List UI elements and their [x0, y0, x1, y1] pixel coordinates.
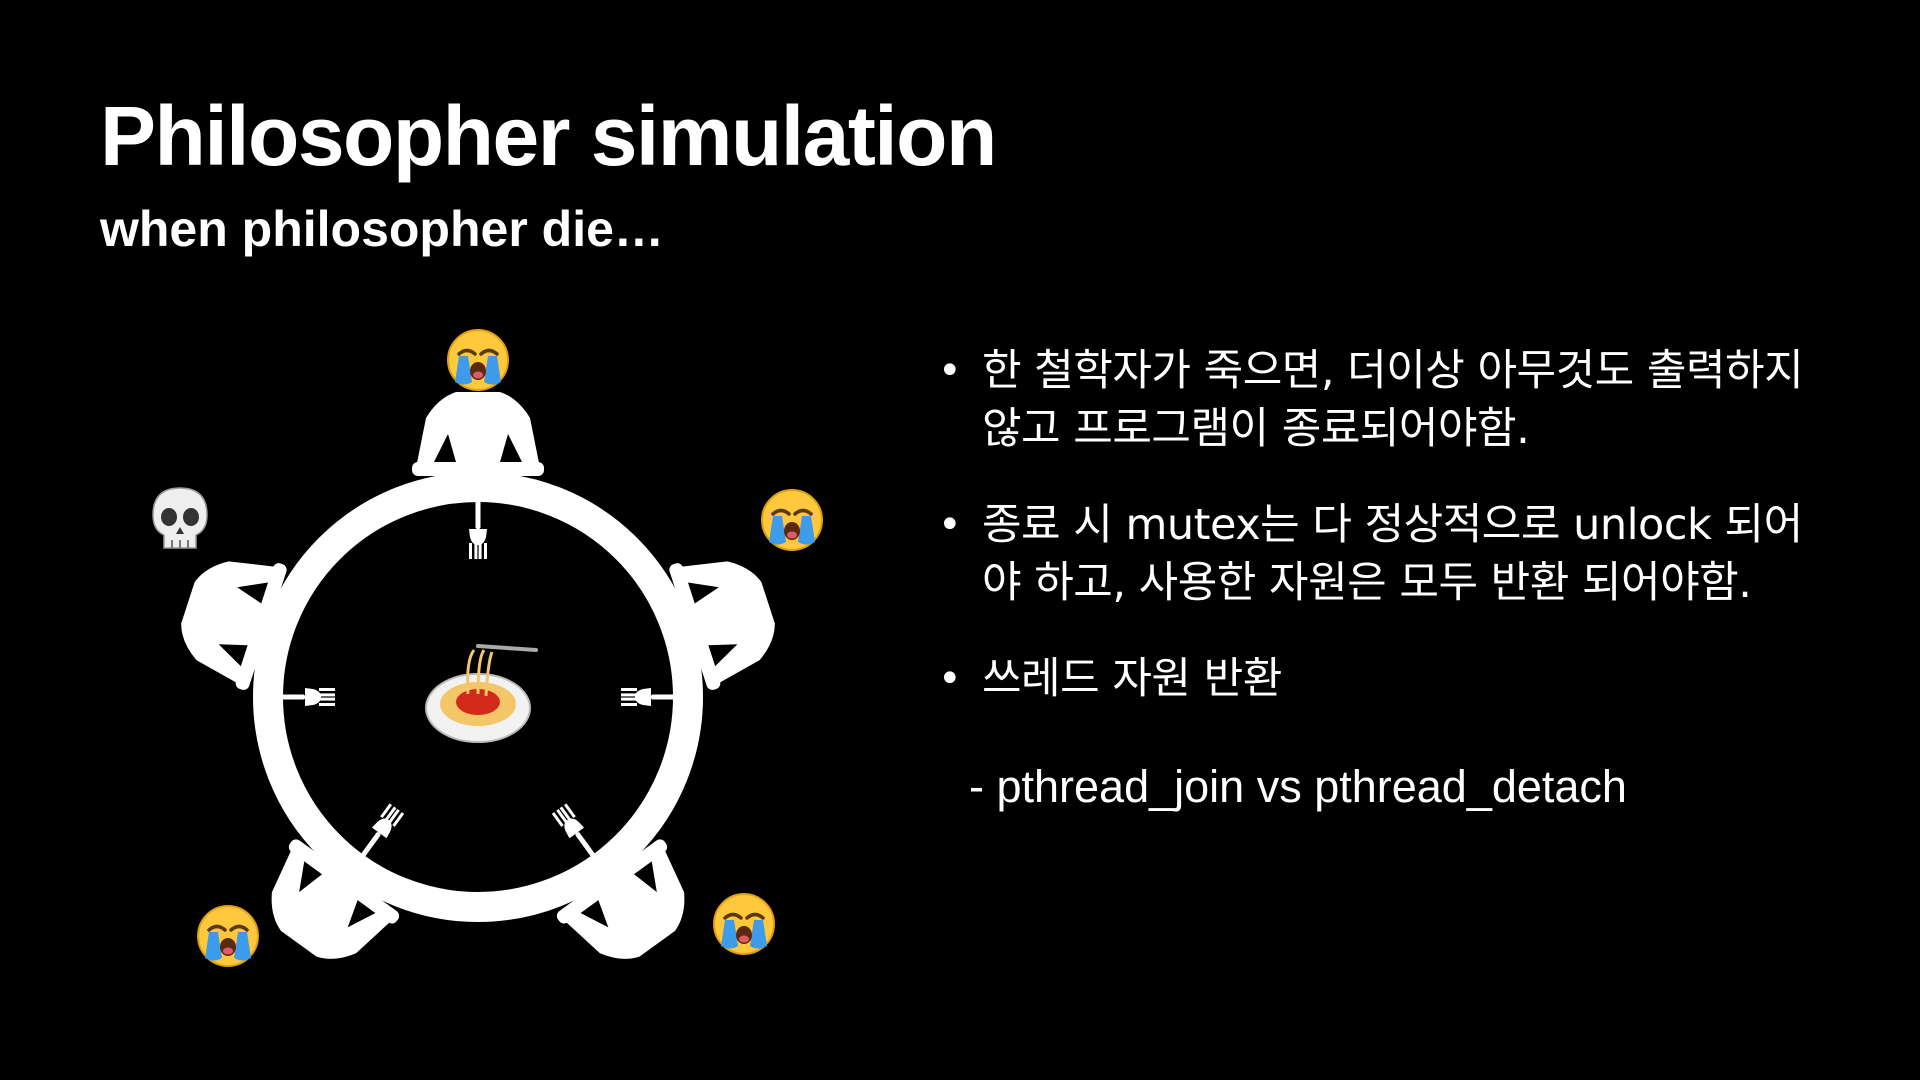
slide-title: Philosopher simulation: [100, 89, 997, 183]
slide-subtitle: when philosopher die…: [100, 201, 664, 257]
bullet-item-1: • 한 철학자가 죽으면, 더이상 아무것도 출력하지 않고 프로그램이 종료되…: [930, 342, 1870, 458]
bullet-list: • 한 철학자가 죽으면, 더이상 아무것도 출력하지 않고 프로그램이 종료되…: [930, 342, 1870, 816]
crying-face-icon-right: [760, 488, 824, 552]
bullet-text-line: 쓰레드 자원 반환: [982, 654, 1282, 704]
skull-icon: [152, 487, 208, 549]
bullet-dot: •: [938, 656, 962, 702]
spaghetti-icon: [425, 644, 538, 743]
bullet-text-line: 않고 프로그램이 종료되어야함.: [982, 404, 1530, 454]
bullet-text-line: 야 하고, 사용한 자원은 모두 반환 되어야함.: [982, 558, 1752, 608]
bullet-dot: •: [938, 502, 962, 548]
bullet-item-3: • 쓰레드 자원 반환: [930, 650, 1870, 708]
sub-point: - pthread_join vs pthread_detach: [969, 761, 1627, 812]
crying-face-icon-top: [446, 328, 510, 392]
bullet-dot: •: [938, 348, 962, 394]
crying-face-icon-bottom-left: [196, 904, 260, 968]
bullet-item-2: • 종료 시 mutex는 다 정상적으로 unlock 되어 야 하고, 사용…: [930, 496, 1870, 612]
bullet-text-line: 종료 시 mutex는 다 정상적으로 unlock 되어: [982, 500, 1803, 550]
bullet-text-line: 한 철학자가 죽으면, 더이상 아무것도 출력하지: [982, 346, 1804, 396]
crying-face-icon-bottom-right: [712, 892, 776, 956]
philosopher-1: [412, 392, 544, 476]
